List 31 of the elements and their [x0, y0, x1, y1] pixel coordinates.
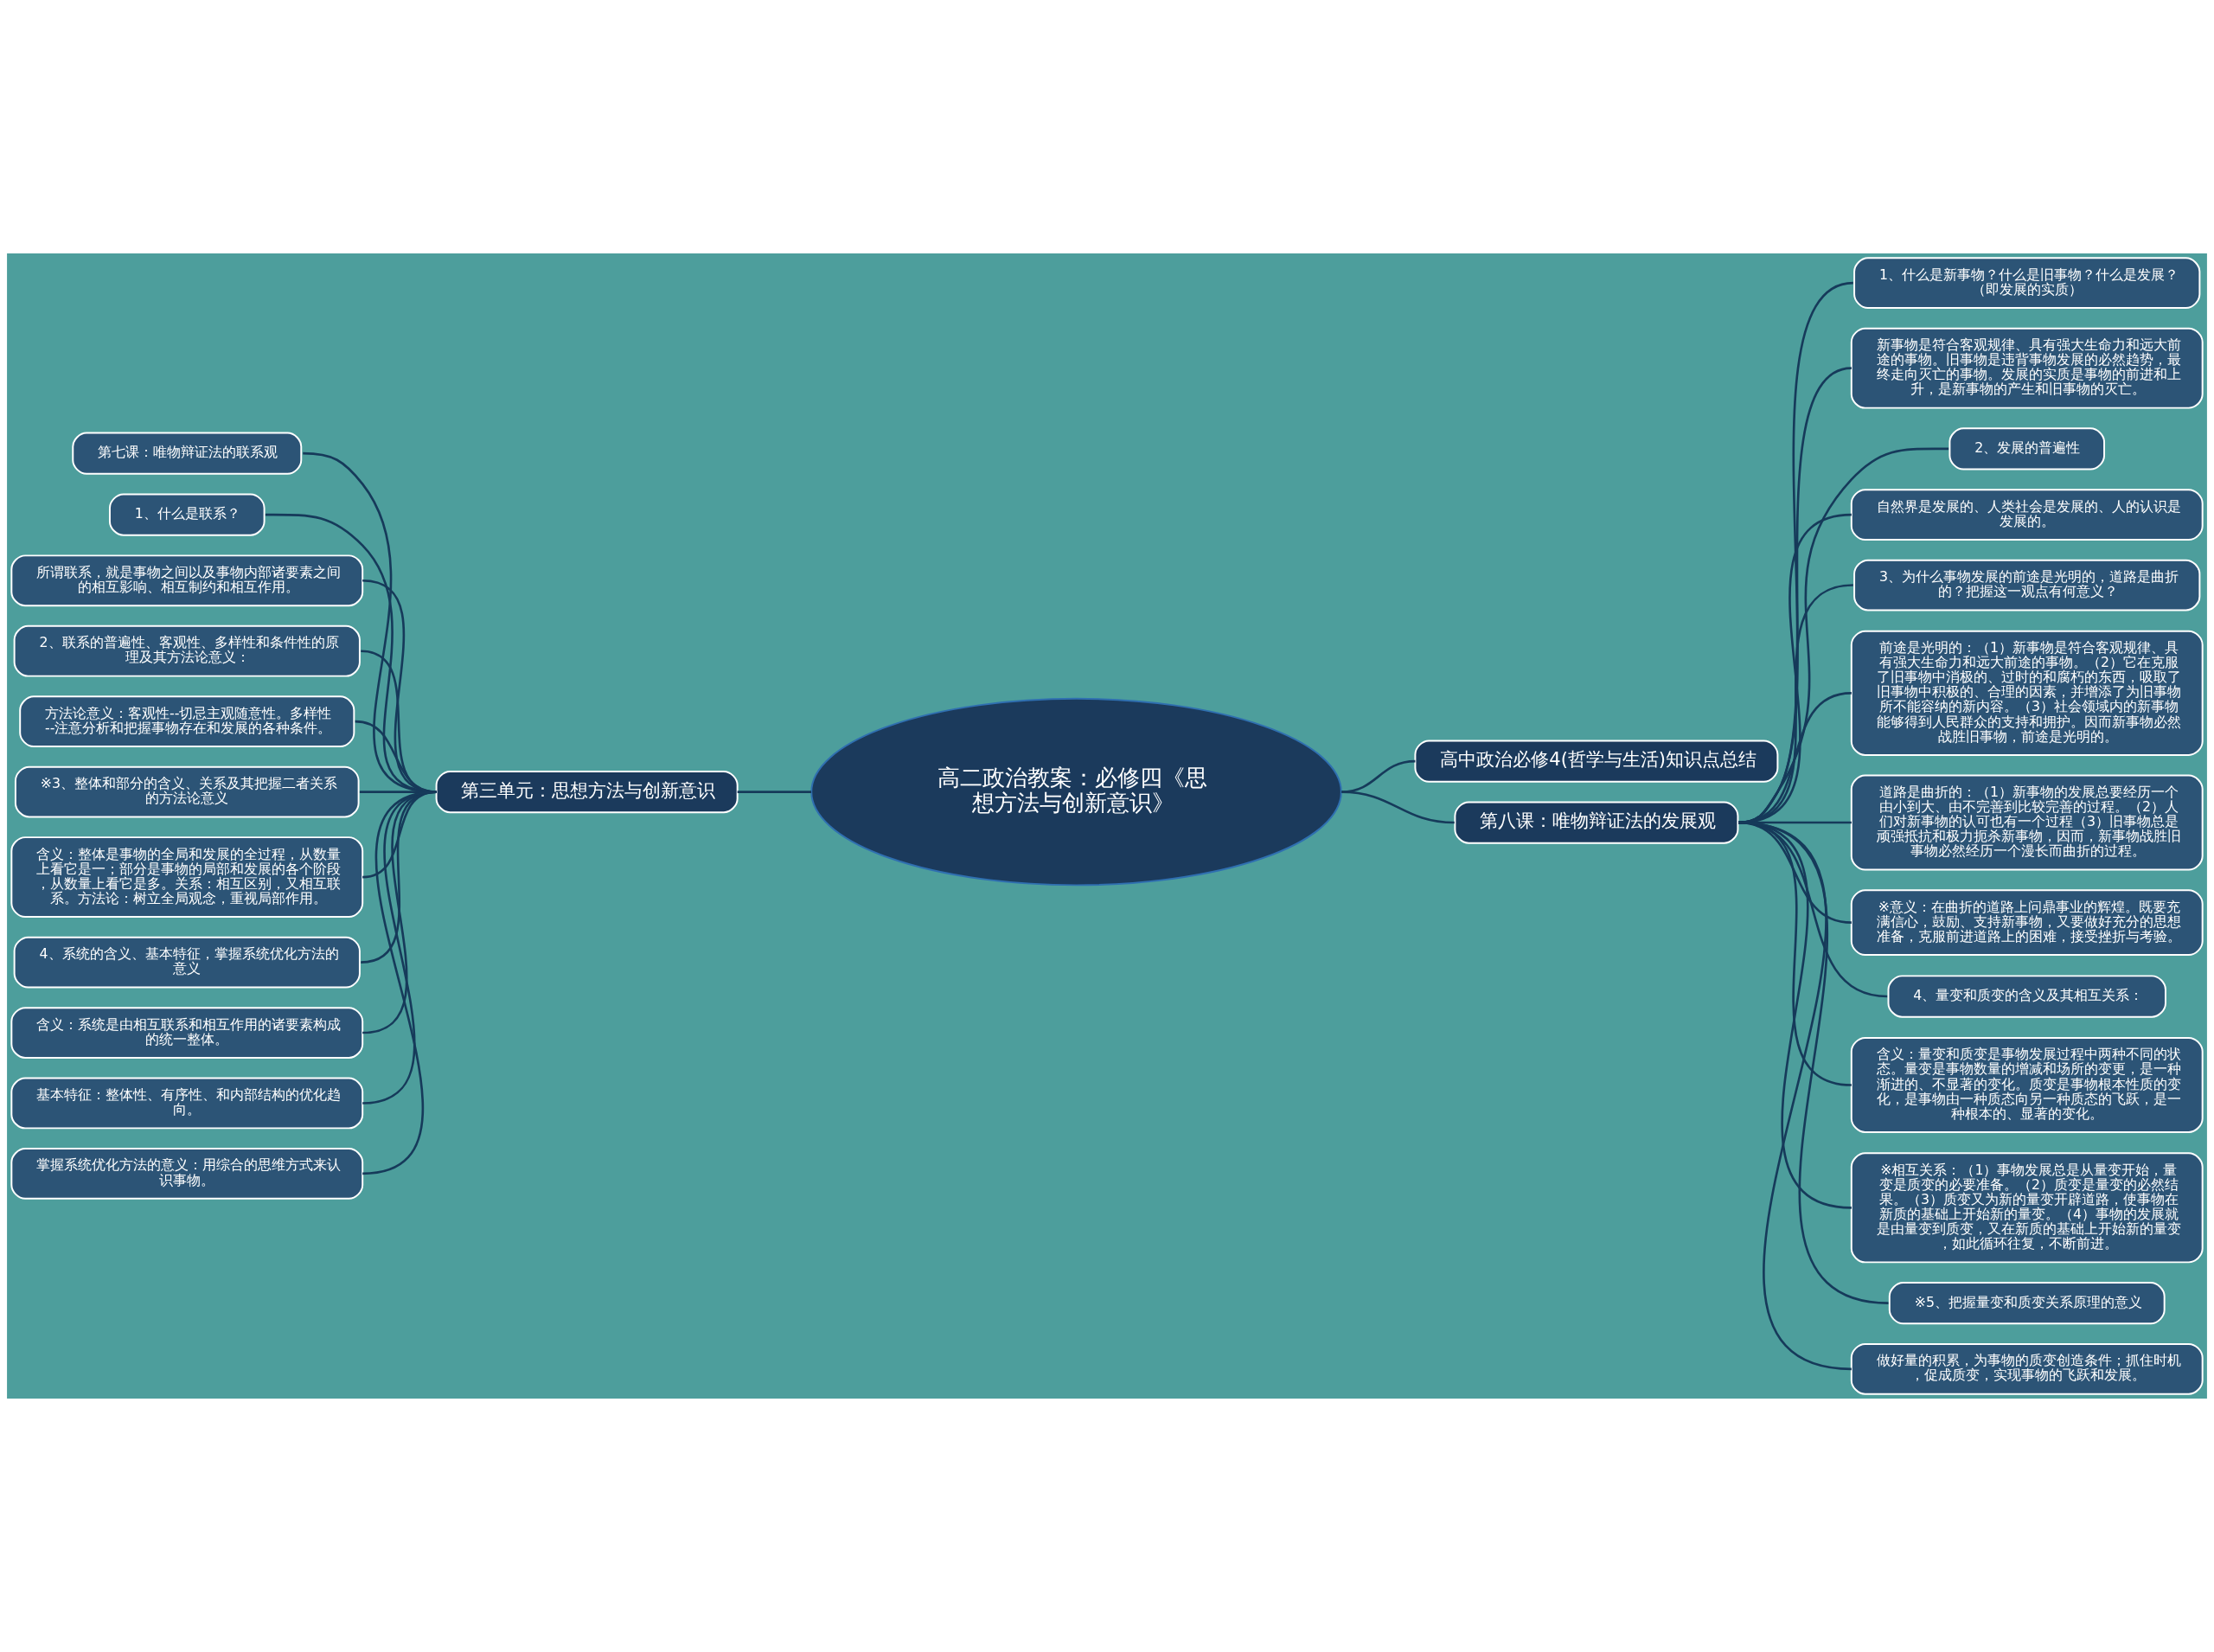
node-ellipse: 高二政治教案：必修四《思想方法与创新意识》: [810, 697, 1342, 887]
node-box: 含义：系统是由相互联系和相互作用的诸要素构成的统一整体。: [10, 1007, 364, 1059]
node-box: 第八课：唯物辩证法的发展观: [1454, 801, 1739, 844]
node-box: 做好量的积累，为事物的质变创造条件；抓住时机，促成质变，实现事物的飞跃和发展。: [1850, 1342, 2204, 1395]
node-box: 第七课：唯物辩证法的联系观: [72, 432, 303, 475]
node-box: 2、联系的普遍性、客观性、多样性和条件性的原理及其方法论意义：: [13, 624, 361, 677]
node-box: 自然界是发展的、人类社会是发展的、人的认识是发展的。: [1850, 489, 2204, 541]
node-box: 高中政治必修4(哲学与生活)知识点总结: [1414, 740, 1779, 783]
node-box: 4、系统的含义、基本特征，掌握系统优化方法的意义: [13, 936, 361, 989]
node-box: 掌握系统优化方法的意义：用综合的思维方式来认识事物。: [10, 1148, 364, 1200]
node-box: ※3、整体和部分的含义、关系及其把握二者关系的方法论意义: [14, 765, 360, 818]
node-box: ※意义：在曲折的道路上问鼎事业的辉煌。既要充满信心，鼓励、支持新事物，又要做好充分的思想准备，克服前进道路上的困难，接受挫折与考验。: [1850, 889, 2204, 957]
connector: [1341, 791, 1455, 824]
node-box: 含义：整体是事物的全局和发展的全过程，从数量上看它是一；部分是事物的局部和发展的各个阶段，从数量上看它是多。关系：相互区别，又相互联系。方法论：树立全局观念，重视局部作用。: [10, 836, 364, 919]
node-box: 第三单元：思想方法与创新意识: [435, 770, 739, 814]
node-box: 前途是光明的：（1）新事物是符合客观规律、具有强大生命力和远大前途的事物。（2）它在克服了旧事物中消极的、过时的和腐朽的东西，吸取了旧事物中积极的、合理的因素，并增添了为旧事物所不能容纳的新内容。（3）社会领域内的新事物能够得到人民群众的支持和拥护。因而新事物必然战胜旧事物，前途是光明的。: [1850, 630, 2204, 756]
node-box: 方法论意义：客观性--切忌主观随意性。多样性--注意分析和把握事物存在和发展的各种条件。: [19, 695, 355, 748]
node-box: 2、发展的普遍性: [1948, 427, 2106, 471]
node-box: 4、量变和质变的含义及其相互关系：: [1887, 975, 2166, 1018]
node-box: 3、为什么事物发展的前途是光明的，道路是曲折的？把握这一观点有何意义？: [1853, 559, 2201, 611]
node-box: 1、什么是联系？: [108, 493, 266, 536]
connector: [362, 791, 437, 1175]
node-box: 基本特征：整体性、有序性、和内部结构的优化趋向。: [10, 1077, 364, 1130]
node-box: 1、什么是新事物？什么是旧事物？什么是发展？（即发展的实质）: [1853, 257, 2201, 310]
node-box: 所谓联系，就是事物之间以及事物内部诸要素之间的相互影响、相互制约和相互作用。: [10, 554, 364, 607]
node-box: ※5、把握量变和质变关系原理的意义: [1888, 1282, 2166, 1325]
node-box: ※相互关系：（1）事物发展总是从量变开始，量变是质变的必要准备。（2）质变是量变的必然结果。（3）质变又为新的量变开辟道路，使事物在新质的基础上开始新的量变。（4）事物的发展就是由量变到质变，又在新质的基础上开始新的量变，如此循环往复，不断前进。: [1850, 1152, 2204, 1264]
node-box: 含义：量变和质变是事物发展过程中两种不同的状态。量变是事物数量的增减和场所的变更，是一种渐进的、不显著的变化。质变是事物根本性质的变化，是事物由一种质态向另一种质态的飞跃，是一种根本的、显著的变化。: [1850, 1037, 2204, 1133]
node-box: 新事物是符合客观规律、具有强大生命力和远大前途的事物。旧事物是违背事物发展的必然趋势，最终走向灭亡的事物。发展的实质是事物的前进和上升，是新事物的产生和旧事物的灭亡。: [1850, 327, 2204, 409]
node-box: 道路是曲折的：（1）新事物的发展总要经历一个由小到大、由不完善到比较完善的过程。（2）人们对新事物的认可也有一个过程（3）旧事物总是顽强抵抗和极力扼杀新事物，因而，新事物战胜旧事物必然经历一个漫长而曲折的过程。: [1850, 774, 2204, 871]
connector: [737, 791, 812, 793]
